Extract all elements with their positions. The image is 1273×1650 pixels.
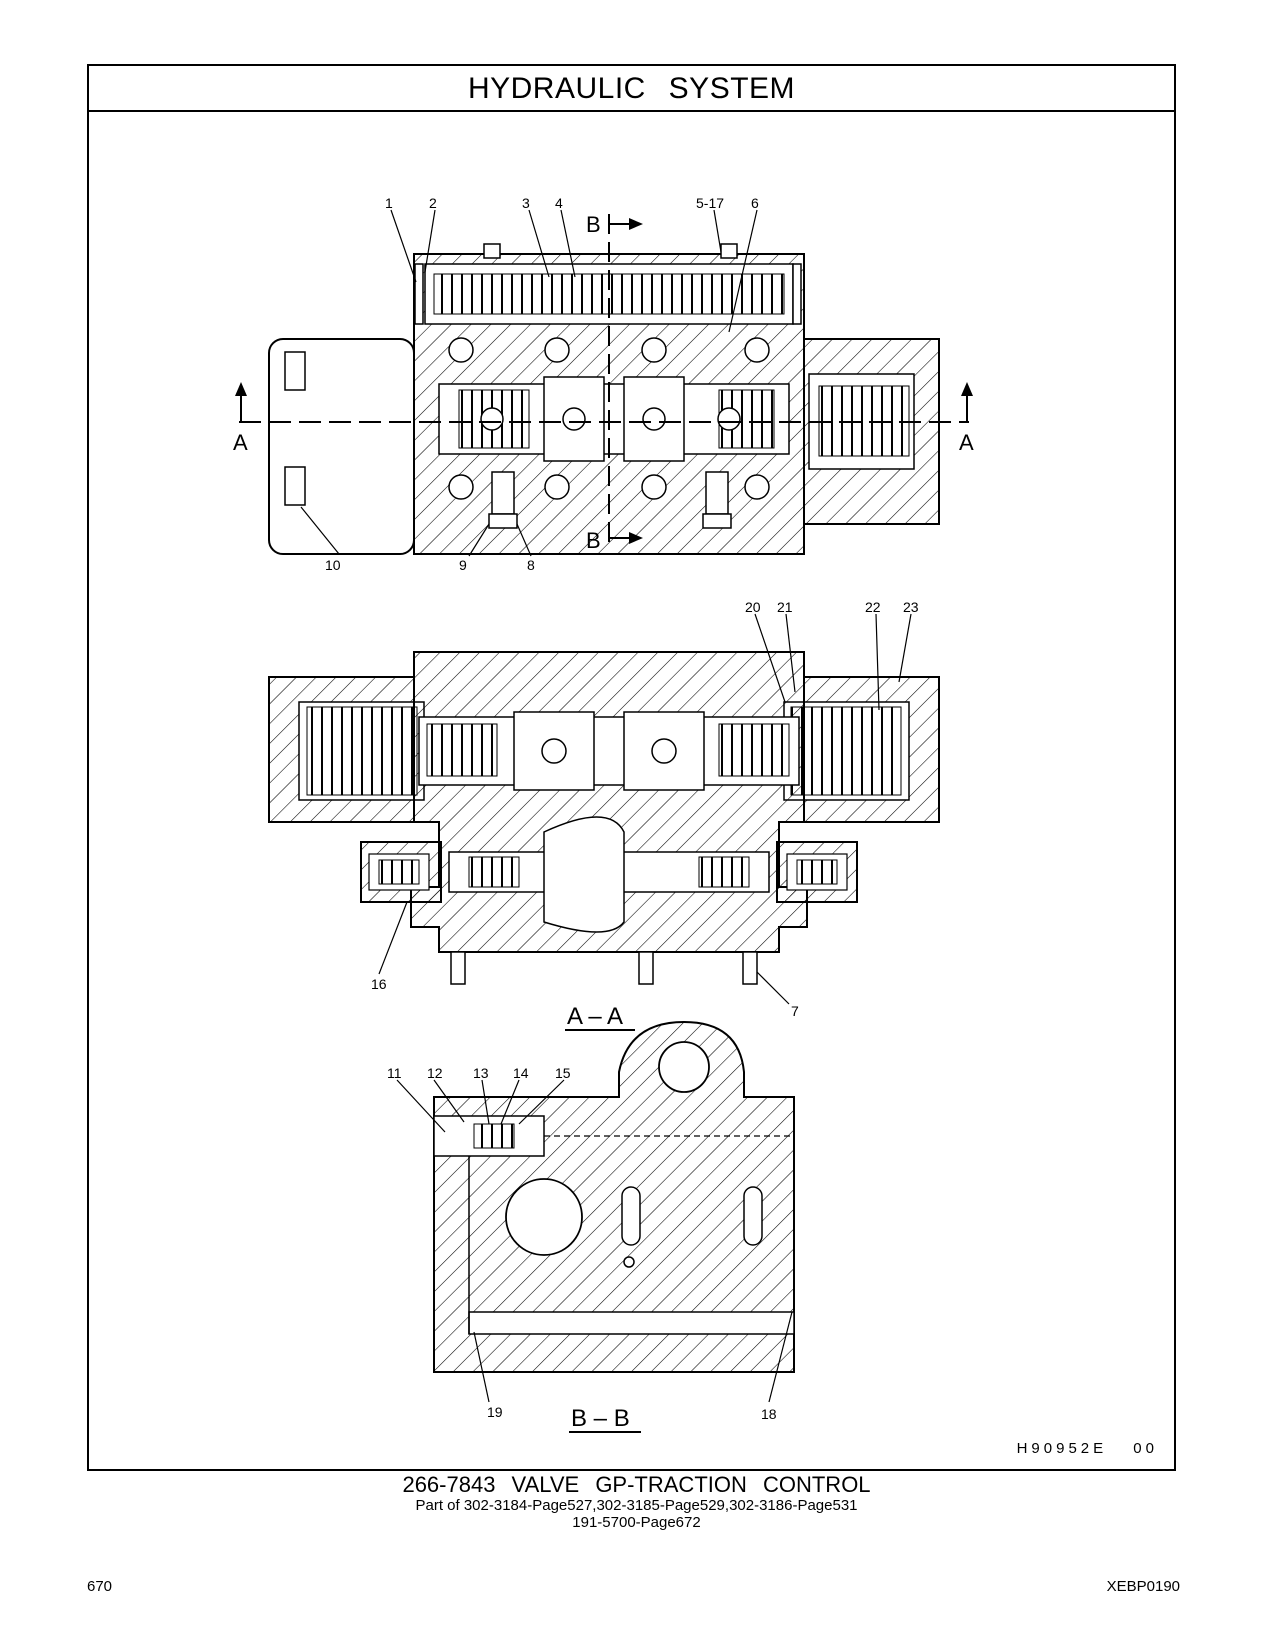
callout-2: 2	[429, 195, 437, 211]
callout-15: 15	[555, 1065, 571, 1081]
callout-22: 22	[865, 599, 881, 615]
section-bb-view: 11 12 13 14 15 19 18 B – B	[387, 1020, 795, 1433]
callout-14: 14	[513, 1065, 529, 1081]
callout-18: 18	[761, 1406, 777, 1422]
callout-16: 16	[371, 976, 387, 992]
illustration-frame: HYDRAULIC SYSTEM	[87, 64, 1176, 1471]
callout-3: 3	[522, 195, 530, 211]
section-mark-b-bottom: B	[586, 528, 601, 553]
caption-line-1: Part of 302-3184-Page527,302-3185-Page52…	[415, 1497, 858, 1514]
top-view: B B A A 1 2 3 4 5-17 6 10 9	[233, 195, 974, 573]
section-label-aa: A – A	[567, 1003, 623, 1030]
callout-23: 23	[903, 599, 919, 615]
callout-13: 13	[473, 1065, 489, 1081]
callout-11: 11	[387, 1065, 402, 1081]
caption: 266-7843 VALVE GP-TRACTION CONTROL Part …	[0, 1472, 1273, 1532]
page-number: 670	[87, 1578, 113, 1595]
callout-12: 12	[427, 1065, 443, 1081]
page-title: HYDRAULIC SYSTEM	[89, 66, 1174, 112]
document-code: XEBP0190	[1106, 1578, 1180, 1595]
section-mark-a-right: A	[959, 430, 974, 455]
callout-10: 10	[325, 557, 341, 573]
caption-line-2: 191-5700-Page672	[572, 1514, 701, 1531]
callout-21: 21	[777, 599, 793, 615]
callout-1: 1	[385, 195, 393, 211]
section-label-bb: B – B	[571, 1405, 630, 1432]
callout-6: 6	[751, 195, 759, 211]
valve-drawing: B B A A 1 2 3 4 5-17 6 10 9	[233, 195, 974, 1433]
callout-8: 8	[527, 557, 535, 573]
section-mark-b-top: B	[586, 212, 601, 237]
callout-19: 19	[487, 1404, 503, 1420]
callout-7: 7	[791, 1003, 799, 1019]
callout-5-17: 5-17	[696, 195, 724, 211]
caption-title: 266-7843 VALVE GP-TRACTION CONTROL	[402, 1472, 871, 1497]
illustration-code: H90952E 00	[1016, 1440, 1158, 1457]
callout-4: 4	[555, 195, 563, 211]
callout-20: 20	[745, 599, 761, 615]
section-aa-view: 20 21 22 23 16 7 A – A	[268, 599, 940, 1031]
section-mark-a-left: A	[233, 430, 248, 455]
callout-9: 9	[459, 557, 467, 573]
